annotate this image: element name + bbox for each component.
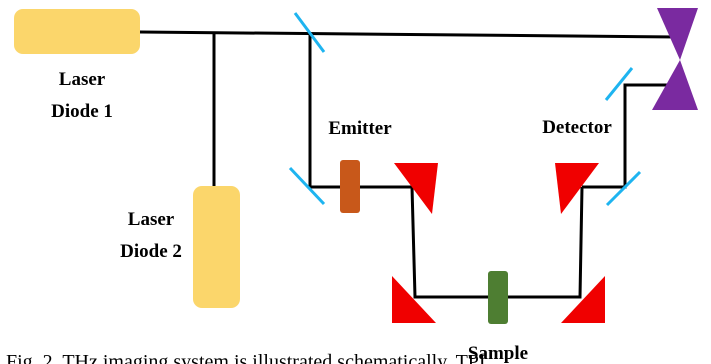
mirror-top-right [555, 163, 599, 214]
retroreflector-lower [652, 60, 698, 110]
retroreflector [652, 8, 698, 110]
emitter-label: Emitter [328, 118, 392, 139]
laser-diode-2-label-line1: Laser [128, 209, 175, 230]
laser-diode-1 [14, 9, 140, 54]
figure-caption: Fig. 2. THz imaging system is illustrate… [6, 351, 486, 364]
beam-splitter-emitter [288, 166, 326, 206]
sample-block [488, 271, 508, 324]
laser-diode-1-label-line1: Laser [59, 69, 106, 90]
detector-branch-line [582, 83, 678, 189]
laser-diode-2 [193, 186, 240, 308]
beam-splitter-top [293, 12, 326, 53]
laser-diode-2-label-line2: Diode 2 [120, 241, 182, 262]
laser-diode-1-label-line2: Diode 1 [51, 101, 113, 122]
main-beam-line [139, 30, 679, 39]
retroreflector-upper [657, 8, 698, 60]
detector-label: Detector [542, 117, 612, 138]
sample-label: Sample [468, 343, 528, 364]
mirrors [392, 163, 605, 323]
emitter-block [340, 160, 360, 213]
beam-splitter-detector-top [604, 67, 634, 101]
beam-splitters [288, 12, 642, 207]
mirror-bottom-right [561, 276, 605, 323]
mirror-bottom-left [392, 276, 436, 323]
mirror-top-left [394, 163, 438, 214]
beam-splitter-detector-bottom [605, 170, 642, 207]
